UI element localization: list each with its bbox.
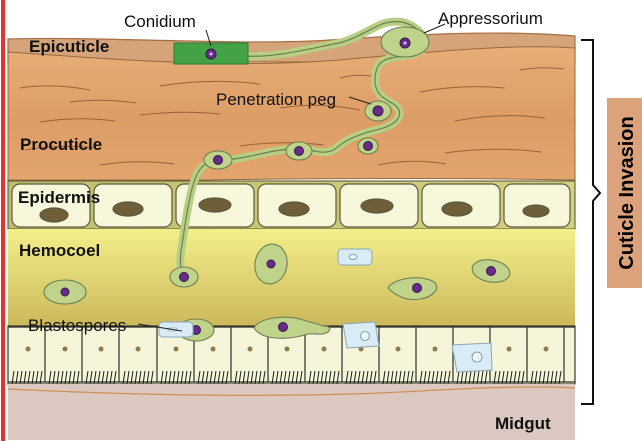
epidermis-label: Epidermis (18, 188, 100, 207)
appressorium-label: Appressorium (438, 9, 543, 28)
blastospore-nucleus-4 (413, 284, 422, 293)
appressorium-nucleolus (404, 42, 407, 45)
penetration-nucleus-3 (295, 147, 304, 156)
blastospore-budding-nucleus (279, 323, 288, 332)
penetration-nucleus-1 (373, 106, 383, 116)
epidermis-nucleus-2 (113, 202, 143, 216)
penetration-nucleus-2 (364, 142, 373, 151)
left-border (1, 0, 5, 441)
cuticle-invasion-label: Cuticle Invasion (616, 116, 638, 269)
epidermis-nucleus-3 (199, 198, 231, 212)
penetration-nucleus-4 (214, 156, 223, 165)
epidermis-nucleus-7 (523, 205, 549, 217)
hyphal-body-nucleus-1 (180, 273, 189, 282)
procuticle-label: Procuticle (20, 135, 102, 154)
procuticle-layer (8, 47, 575, 180)
blastospore-nucleus-2 (267, 260, 275, 268)
conidium-nucleolus (210, 53, 213, 56)
midgut-label: Midgut (495, 414, 551, 433)
blue-cell-3-nucleus (361, 332, 370, 341)
epidermis-nucleus-6 (442, 202, 472, 216)
conidium-label: Conidium (124, 12, 196, 31)
blue-cell-4-nucleus (472, 352, 482, 362)
invasion-bracket (581, 40, 600, 404)
blue-cell-1-nucleus (349, 255, 357, 260)
blastospores-label: Blastospores (28, 316, 126, 335)
epidermis-nucleus-1 (40, 208, 68, 222)
epidermis-nucleus-5 (361, 199, 393, 213)
epidermis-nucleus-4 (279, 202, 309, 216)
penetration-peg-label: Penetration peg (216, 90, 336, 109)
blastospore-nucleus-5 (487, 267, 496, 276)
blastospore-nucleus-1 (61, 288, 69, 296)
epicuticle-label: Epicuticle (29, 37, 109, 56)
hemocoel-label: Hemocoel (19, 241, 100, 260)
